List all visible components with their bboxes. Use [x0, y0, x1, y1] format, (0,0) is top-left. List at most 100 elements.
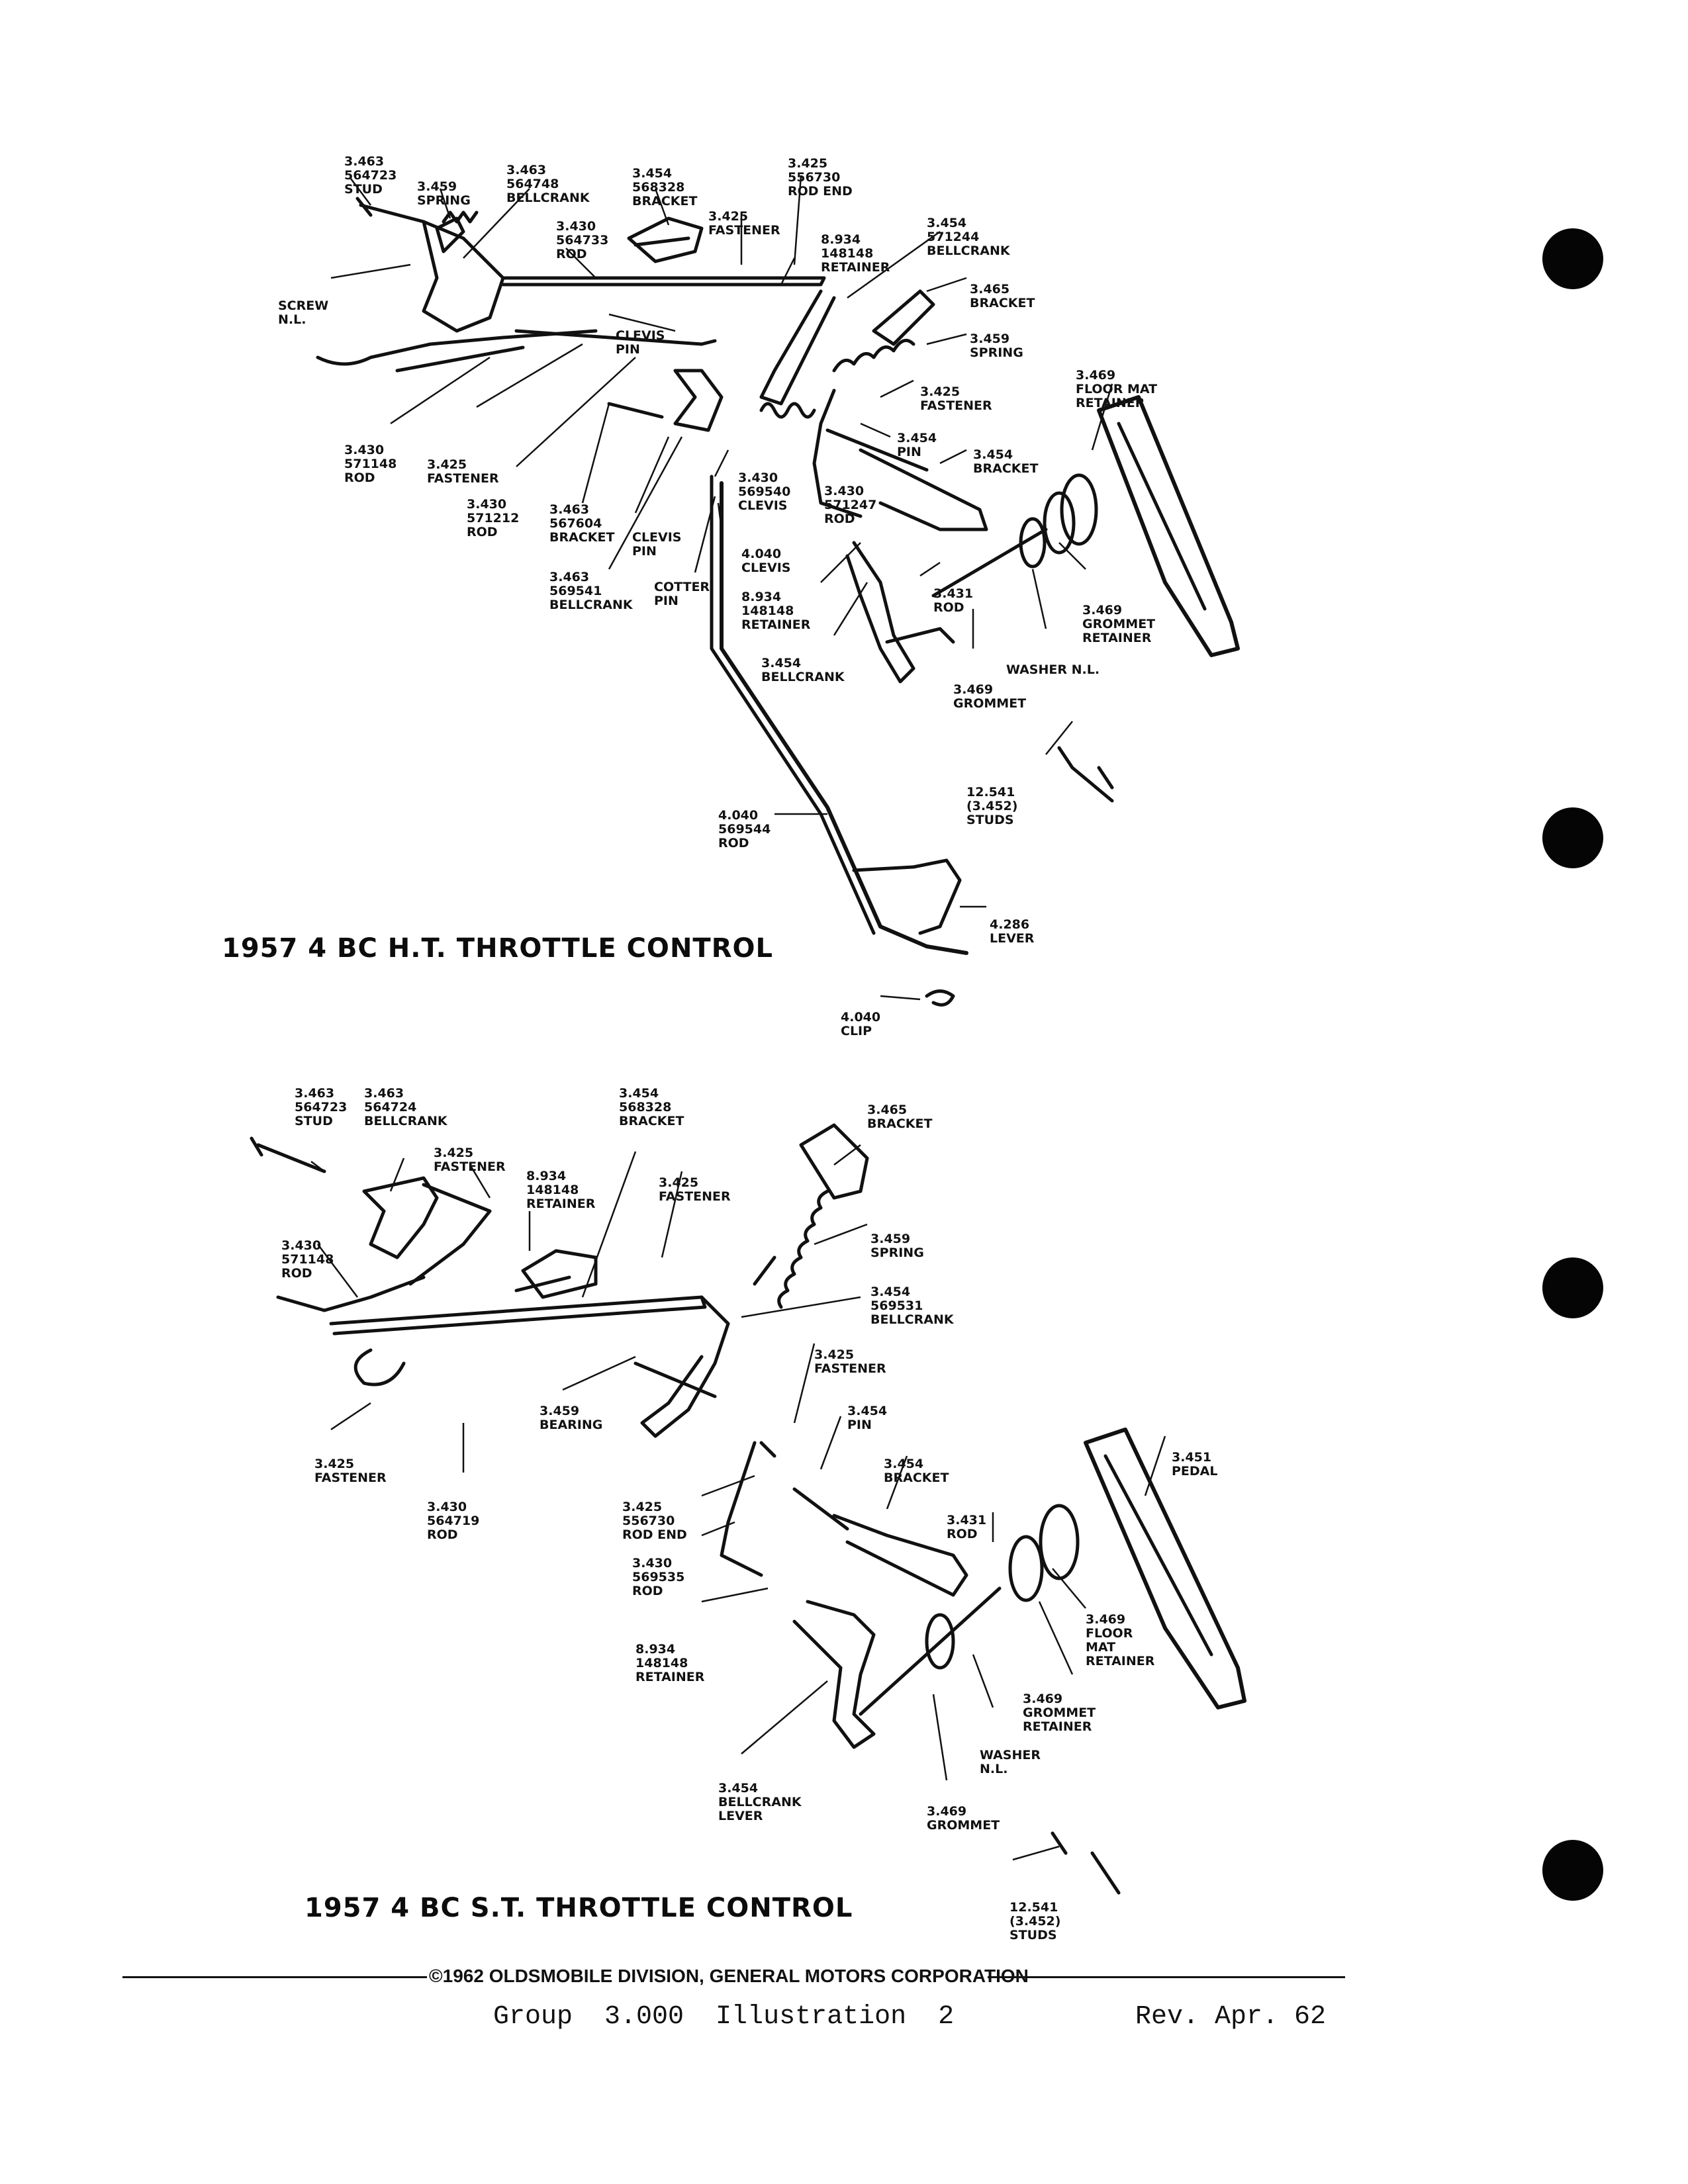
callout-line: CLEVIS [616, 328, 665, 343]
callout-line: 3.454 [897, 431, 937, 445]
callout-line: 3.454 [847, 1404, 888, 1418]
callout-line: ROD [344, 471, 375, 485]
callout-line: 564719 [427, 1514, 480, 1528]
callout-line: FLOOR [1086, 1626, 1133, 1641]
callout-line: 3.430 [344, 443, 385, 457]
binder-hole-4 [1542, 1840, 1603, 1901]
callout-line: PIN [654, 594, 679, 608]
callout-line: SPRING [970, 345, 1023, 360]
callout-line: CLIP [841, 1024, 872, 1038]
callout-line: (3.452) [1009, 1914, 1061, 1929]
callout-line: 12.541 [966, 785, 1015, 799]
revision-label: Rev. Apr. 62 [1135, 2002, 1327, 2032]
callout-line: 3.459 [539, 1404, 580, 1418]
callout-line: 3.454 [927, 216, 967, 230]
binder-hole-2 [1542, 807, 1603, 868]
callout-line: 3.469 [953, 682, 994, 697]
callout-line: 3.430 [427, 1500, 467, 1514]
callout-line: BELLCRANK [927, 244, 1010, 258]
copyright-notice: ©1962 OLDSMOBILE DIVISION, GENERAL MOTOR… [429, 1966, 1029, 1986]
callout-line: 4.040 [841, 1010, 881, 1024]
callout-line: 3.430 [467, 497, 507, 512]
callout-line: 3.469 [927, 1804, 967, 1819]
callout-line: 148148 [821, 246, 874, 261]
binder-hole-3 [1542, 1257, 1603, 1318]
callout-line: 3.425 [814, 1347, 855, 1362]
footer-rule-left [122, 1976, 427, 1978]
callout-line: ROD [718, 836, 749, 850]
callout-line: 564723 [295, 1100, 348, 1115]
callout-line: 3.451 [1172, 1450, 1212, 1465]
callout-line: 564748 [506, 177, 559, 191]
callout-line: 148148 [635, 1656, 688, 1670]
callout-line: 4.286 [990, 917, 1030, 932]
callout-line: BELLCRANK [506, 191, 590, 205]
callout-line: 556730 [622, 1514, 675, 1528]
group-illustration-label: Group 3.000 Illustration 2 [493, 2002, 955, 2032]
callout-line: 8.934 [821, 232, 861, 247]
callout-line: RETAINER [1023, 1719, 1092, 1734]
callout-line: 3.430 [824, 484, 865, 498]
callout-line: RETAINER [526, 1197, 596, 1211]
callout-line: 571247 [824, 498, 877, 512]
callout-line: 3.459 [417, 179, 457, 194]
callout-line: 3.463 [549, 570, 590, 584]
callout-line: 568328 [632, 180, 685, 195]
callout-line: FASTENER [708, 223, 780, 238]
callout-line: LEVER [990, 931, 1035, 946]
callout-line: 8.934 [741, 590, 782, 604]
callout-line: ROD [556, 247, 587, 261]
callout-line: STUDS [966, 813, 1014, 827]
callout-line: BEARING [539, 1418, 603, 1432]
callout-line: 3.425 [708, 209, 749, 224]
callout-line: ROD [632, 1584, 663, 1598]
callout-line: 3.430 [738, 471, 778, 485]
callout-line: N.L. [278, 312, 306, 327]
callout-line: CLEVIS [738, 498, 788, 513]
callout-line: ROD [281, 1266, 312, 1281]
diagram-title-ht: 1957 4 BC H.T. THROTTLE CONTROL [222, 933, 773, 964]
callout-line: PEDAL [1172, 1464, 1218, 1479]
callout-line: BELLCRANK [870, 1312, 954, 1327]
callout-line: 569535 [632, 1570, 685, 1584]
callout-line: WASHER [980, 1748, 1041, 1762]
callout-line: 3.431 [947, 1513, 987, 1527]
callout-line: SPRING [870, 1246, 924, 1260]
callout-line: 556730 [788, 170, 841, 185]
callout-line: PIN [632, 544, 657, 559]
callout-line: ROD [467, 525, 498, 539]
callout-line: ROD END [788, 184, 853, 199]
callout-line: 148148 [741, 604, 794, 618]
callout-line: (3.452) [966, 799, 1018, 813]
callout-line: 12.541 [1009, 1900, 1058, 1915]
callout-line: RETAINER [1086, 1654, 1155, 1668]
callout-line: 571148 [344, 457, 397, 471]
callout-line: 3.454 [619, 1086, 659, 1101]
callout-line: MAT [1086, 1640, 1116, 1655]
callout-line: ROD [824, 512, 855, 526]
callout-line: LEVER [718, 1809, 763, 1823]
